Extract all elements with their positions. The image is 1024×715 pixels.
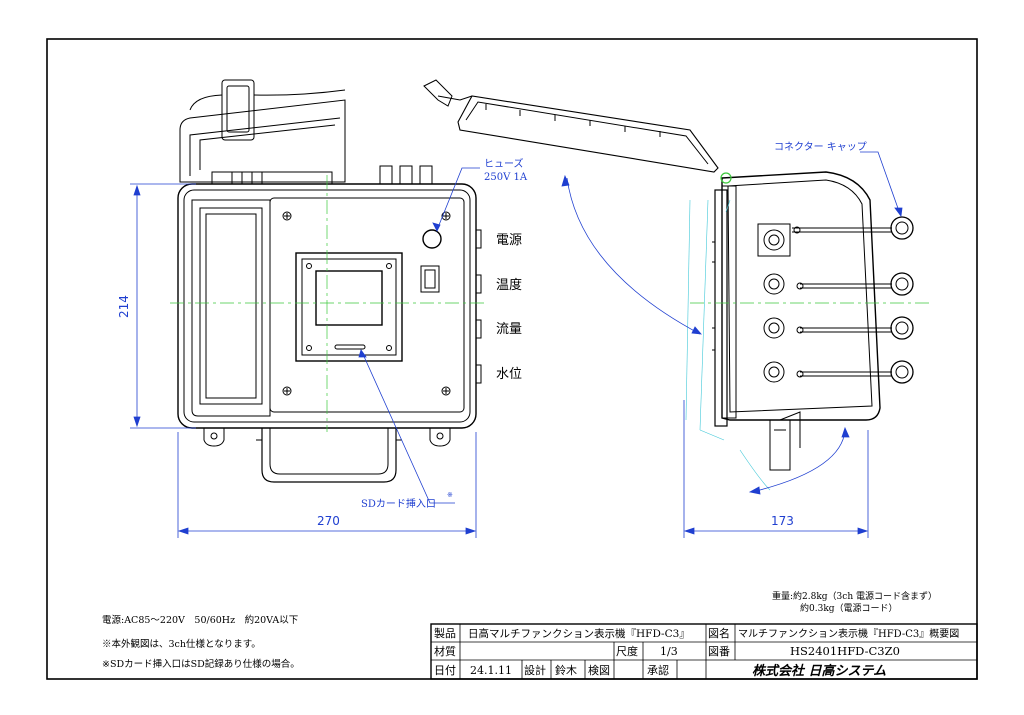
fuse-label: ヒューズ <box>484 157 524 170</box>
tb-drawing-no-value: HS2401HFD-C3Z0 <box>790 644 900 658</box>
tb-date-label: 日付 <box>434 664 456 677</box>
sheet-border <box>46 38 978 680</box>
tb-scale-label: 尺度 <box>616 644 638 658</box>
side-view <box>423 79 914 471</box>
dimension-width: 270 <box>317 514 340 528</box>
tb-product-value: 日高マルチファンクション表示機『HFD-C3』 <box>468 627 690 640</box>
front-center-lines <box>170 175 488 432</box>
tb-design-label: 設計 <box>524 663 546 677</box>
weight-line-1: 重量:約2.8kg（3ch 電源コード含まず） <box>772 590 937 602</box>
tb-company: 株式会社 日高システム <box>752 663 886 679</box>
side-ghost-lines <box>685 199 771 491</box>
tb-drawing-name-value: マルチファンクション表示機『HFD-C3』概要図 <box>738 627 959 640</box>
note-sd: ※SDカード挿入口はSD記録あり仕様の場合。 <box>102 658 300 670</box>
panel-label-power: 電源 <box>496 233 522 248</box>
tb-check-label: 検図 <box>588 663 610 677</box>
sd-slot-label: SDカード挿入口 <box>361 497 436 510</box>
tb-approve-label: 承認 <box>647 663 669 677</box>
panel-label-flow: 流量 <box>496 322 522 337</box>
title-block <box>430 623 978 680</box>
tb-material-label: 材質 <box>434 644 456 658</box>
tb-product-label: 製品 <box>434 626 456 640</box>
panel-label-water-level: 水位 <box>496 367 522 382</box>
fuse-rating: 250V 1A <box>484 172 528 183</box>
side-dimensions <box>561 151 903 538</box>
tb-design-value: 鈴木 <box>555 663 577 677</box>
weight-line-2: 約0.3kg（電源コード） <box>800 602 898 614</box>
panel-label-temperature: 温度 <box>496 277 522 293</box>
tb-scale-value: 1/3 <box>660 645 678 658</box>
hinge-marker <box>720 172 732 184</box>
connector-cap-label: コネクター キャップ <box>774 141 867 153</box>
tb-drawing-name-label: 図名 <box>708 626 730 640</box>
dimension-depth: 173 <box>771 514 794 528</box>
tb-drawing-no-label: 図番 <box>708 645 730 658</box>
tb-date-value: 24.1.11 <box>470 664 512 677</box>
front-view <box>177 79 482 483</box>
dimension-height: 214 <box>117 295 131 318</box>
note-3ch: ※本外観図は、3ch仕様となります。 <box>102 638 261 650</box>
front-dimensions <box>130 167 480 538</box>
sd-slot-mark: ※ <box>447 491 453 499</box>
note-power: 電源:AC85～220V 50/60Hz 約20VA以下 <box>102 614 298 626</box>
